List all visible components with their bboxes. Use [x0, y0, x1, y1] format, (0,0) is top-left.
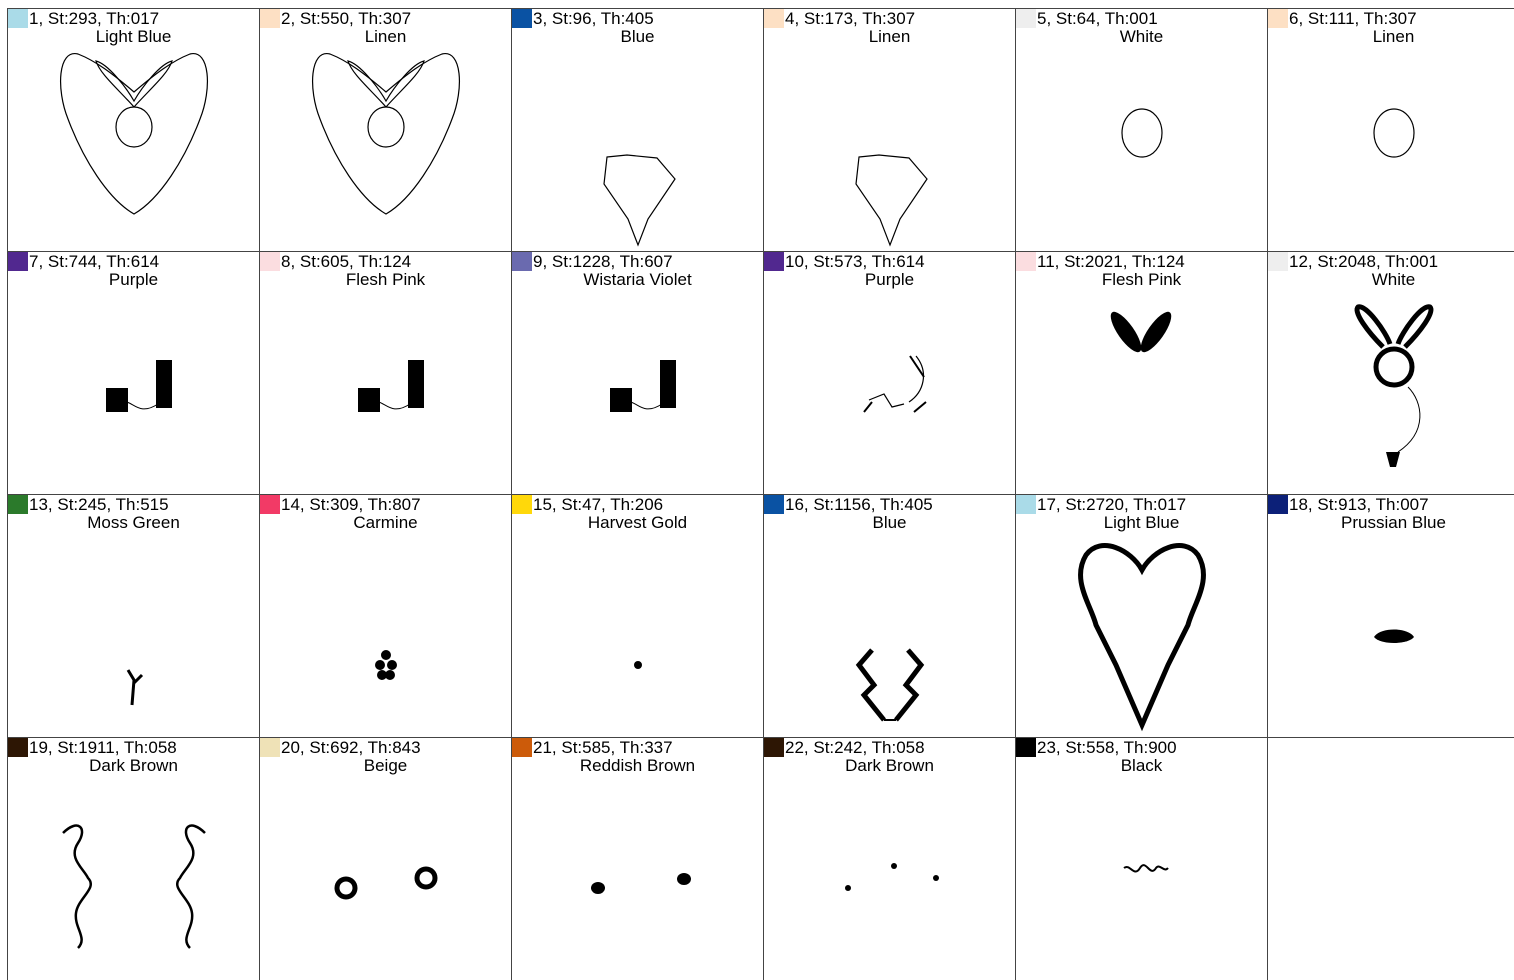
heart-bunny-outline-stitch-preview — [8, 9, 259, 251]
oval-outline-stitch-preview — [1268, 9, 1514, 251]
two-dots-stitch-preview — [512, 738, 763, 980]
bunny-outline-thick-stitch-preview — [1268, 252, 1514, 494]
thread-cell: 6, St:111, Th:307Linen — [1267, 8, 1514, 251]
paws-stitched-stitch-preview — [764, 252, 1015, 494]
face-lines-stitch-preview — [764, 495, 1015, 737]
head-outline-stitch-preview — [764, 9, 1015, 251]
head-outline-stitch-preview — [512, 9, 763, 251]
rings-stitch-preview — [260, 738, 511, 980]
heart-thick-stitch-preview — [1016, 495, 1267, 737]
squiggle-stitch-preview — [1016, 738, 1267, 980]
oval-outline-stitch-preview — [1016, 9, 1267, 251]
mustache-stitch-preview — [1268, 495, 1514, 737]
curls-stitch-preview — [8, 738, 259, 980]
three-dots-stitch-preview — [764, 738, 1015, 980]
dot-stitch-preview — [512, 495, 763, 737]
stem-stitch-preview — [8, 495, 259, 737]
heart-bunny-outline-stitch-preview — [260, 9, 511, 251]
paws-filled-stitch-preview — [260, 252, 511, 494]
ears-filled-stitch-preview — [1016, 252, 1267, 494]
thread-cell — [1267, 737, 1514, 980]
paws-filled-stitch-preview — [8, 252, 259, 494]
thread-cell: 8, St:605, Th:124Flesh Pink — [259, 251, 511, 494]
paws-filled-stitch-preview — [512, 252, 763, 494]
flower-stitch-preview — [260, 495, 511, 737]
thread-cell: 15, St:47, Th:206Harvest Gold — [511, 494, 763, 737]
